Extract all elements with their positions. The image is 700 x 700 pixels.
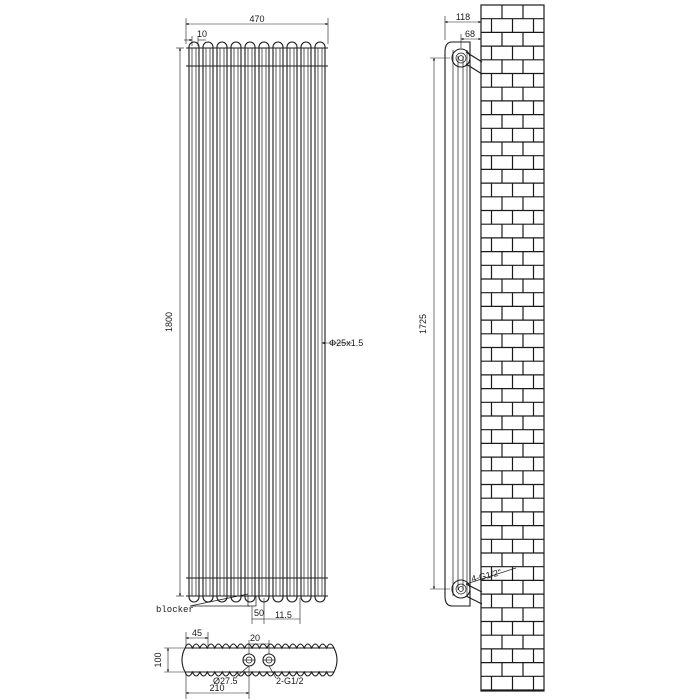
side-height-label: 1725 [418,314,428,334]
dim-50-label: 50 [254,608,264,618]
side-view: 118 68 1725 4-G1/2" [418,4,545,692]
tube-diameter-label: Φ25x1.5 [329,338,363,348]
bottom-outline [181,643,338,677]
dim-11-5-label: 11.5 [275,610,292,620]
brick-pattern [481,5,544,691]
radiator-column [300,41,312,603]
bottom-depth-label: 100 [153,652,163,667]
valve-right [262,653,276,667]
side-connection-label: 4-G1/2" [470,567,502,584]
front-view: 470 10 1800 Φ25x1.5 blocker 50 11.5 [156,14,363,624]
radiator-column [272,41,284,603]
bottom-connection-label: 2-G1/2 [276,676,304,686]
valve-left [242,653,256,667]
radiator-column [286,41,298,603]
blocker-label: blocker [156,605,194,615]
top-plug [451,48,471,68]
radiator-column [230,41,242,603]
radiator-column [244,41,256,603]
bottom-plug [451,579,471,599]
radiator-column [314,41,326,603]
radiator-column [258,41,270,603]
side-depth-label: 118 [456,12,470,22]
radiator-column [188,41,200,603]
front-width-label: 470 [249,14,264,24]
radiator-column [216,41,228,603]
front-height-label: 1800 [164,312,174,332]
bottom-diameter-label: Ø27.5 [213,676,238,686]
bottom-width-label: 210 [209,683,224,693]
bracket-dim-label: 68 [465,29,475,39]
dim-45-label: 45 [192,628,202,638]
radiator-columns [188,41,326,603]
dim-20-label: 20 [250,633,260,643]
radiator-column [202,41,214,603]
bottom-view: 45 20 100 Ø27.5 2-G1/2 210 [153,628,338,699]
front-spacing-label: 10 [197,29,207,39]
